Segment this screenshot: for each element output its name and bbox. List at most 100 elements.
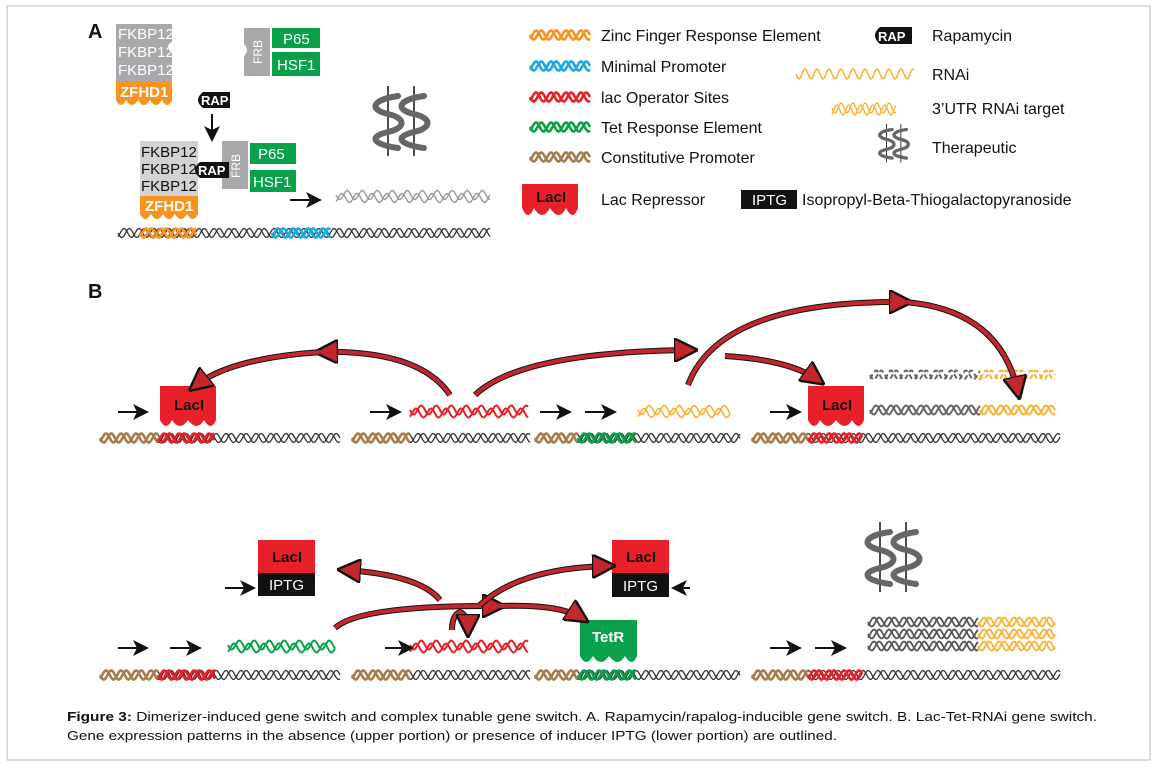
fkbp-zfhd1-protein: FKBP12 FKBP12 FKBP12 ZFHD1 (116, 24, 178, 105)
rap-icon (875, 27, 912, 44)
legend-tet-response: Tet Response Element (601, 120, 763, 137)
utr-target (977, 616, 1056, 628)
utr-target (977, 628, 1056, 640)
hsf1-label: HSF1 (253, 174, 291, 191)
red-arrow (345, 570, 442, 602)
zfhd1-label: ZFHD1 (120, 84, 168, 101)
legend-iptg: Isopropyl-Beta-Thiogalactopyranoside (802, 192, 1072, 209)
panel-label-a: A (88, 21, 102, 43)
therapeutic-mrna (867, 616, 979, 628)
red-arrow (322, 352, 452, 397)
red-arrow (724, 354, 818, 380)
fkbp-label: FKBP12 (118, 26, 174, 43)
fkbp-label: FKBP12 (141, 144, 197, 161)
laci-repressor-bound (808, 386, 864, 426)
laci-label: LacI (272, 549, 302, 566)
p65-label: P65 (258, 146, 285, 163)
figure-border (6, 5, 1151, 761)
figure-caption-line2: Gene expression patterns in the absence … (67, 728, 837, 743)
rnai-icon (795, 68, 915, 80)
tetr-mrna (227, 639, 336, 654)
red-arrow (478, 566, 608, 607)
laci-label: LacI (174, 397, 204, 414)
therapeutic-icon (878, 124, 910, 163)
iptg-label: IPTG (269, 577, 304, 594)
rap-label: RAP (201, 93, 229, 108)
panel-b-arrows (118, 300, 1018, 656)
iptg-label: IPTG (623, 578, 658, 595)
caption-text: Dimerizer-induced gene switch and comple… (132, 709, 1097, 724)
caption-label: Figure 3: (67, 709, 132, 724)
lac-operator-sites (156, 432, 216, 444)
legend-rapamycin: Rapamycin (932, 28, 1012, 45)
dna-layer (98, 29, 1061, 681)
legend-minimal-promoter: Minimal Promoter (601, 59, 727, 76)
legend-therapeutic: Therapeutic (932, 140, 1017, 157)
legend: Zinc Finger Response Element Minimal Pro… (522, 27, 1072, 215)
constitutive-promoter-icon (528, 151, 592, 163)
minimal-promoter-icon (528, 60, 592, 72)
red-arrow (686, 302, 905, 386)
panel-b-proteins: LacI LacI LacI IPTG LacI IPTG TetR (160, 386, 864, 662)
rap-label: RAP (198, 163, 226, 178)
rap-molecule: RAP (198, 92, 230, 108)
laci-label: LacI (536, 189, 566, 206)
constitutive-promoter (533, 669, 579, 681)
fkbp-label: FKBP12 (141, 161, 197, 178)
hsf1-label: HSF1 (277, 57, 315, 74)
zfhd1-label: ZFHD1 (145, 198, 193, 215)
therapeutic-icon (372, 86, 431, 156)
tet-response-element (576, 669, 637, 681)
iptg-label: IPTG (752, 192, 787, 209)
laci-mrna (409, 404, 529, 419)
zinc-finger-element (138, 227, 198, 239)
therapeutic-mrna (867, 640, 979, 652)
figure-caption-line1: Figure 3: Dimerizer-induced gene switch … (67, 709, 1097, 724)
constitutive-promoter (533, 432, 579, 444)
legend-zinc-finger: Zinc Finger Response Element (601, 28, 821, 45)
frb-label: FRB (251, 40, 265, 64)
laci-box (258, 540, 315, 573)
constitutive-promoter (350, 669, 411, 681)
utr-target (977, 640, 1056, 652)
red-arrow-outline (724, 353, 820, 383)
laci-icon (522, 184, 578, 215)
iptg-box (258, 573, 315, 596)
rnai-mrna (637, 404, 731, 419)
frb-activator-protein: FRB P65 HSF1 (244, 28, 320, 76)
legend-utr-target: 3’UTR RNAi target (932, 101, 1065, 118)
tetr-label: TetR (592, 629, 624, 646)
legend-lac-repressor: Lac Repressor (601, 192, 706, 209)
utr-target-icon (831, 102, 897, 116)
therapeutic-mrna (335, 189, 491, 204)
red-arrow (904, 300, 1018, 392)
bound-complex: FKBP12 FKBP12 FKBP12 ZFHD1 FRB P65 HSF1 … (140, 141, 296, 219)
laci-box (612, 540, 669, 573)
laci-repressor-bound (160, 386, 216, 426)
degraded-utr (979, 369, 1056, 381)
therapeutic-icons (372, 86, 923, 592)
tetr-repressor (580, 620, 637, 662)
laci-label: LacI (626, 549, 656, 566)
lac-operator-icon (528, 91, 592, 103)
degraded-mrna (869, 369, 981, 381)
constitutive-promoter (98, 669, 159, 681)
constitutive-promoter (98, 432, 159, 444)
red-arrow (195, 350, 323, 386)
lac-operator-sites (806, 432, 864, 444)
fkbp-label: FKBP12 (118, 62, 174, 79)
tet-response-icon (528, 121, 592, 133)
legend-rnai: RNAi (932, 67, 969, 84)
utr-target (979, 404, 1056, 416)
iptg-block-mark (450, 609, 468, 630)
panel-label-b: B (88, 281, 102, 303)
lac-operator-sites (156, 669, 217, 681)
frb-label: FRB (229, 154, 243, 178)
iptg-box (612, 573, 669, 597)
rap-label: RAP (878, 29, 906, 44)
fkbp-label: FKBP12 (118, 44, 174, 61)
red-arrow-outline (193, 349, 323, 389)
red-arrow (473, 350, 690, 397)
minimal-promoter (270, 227, 331, 239)
